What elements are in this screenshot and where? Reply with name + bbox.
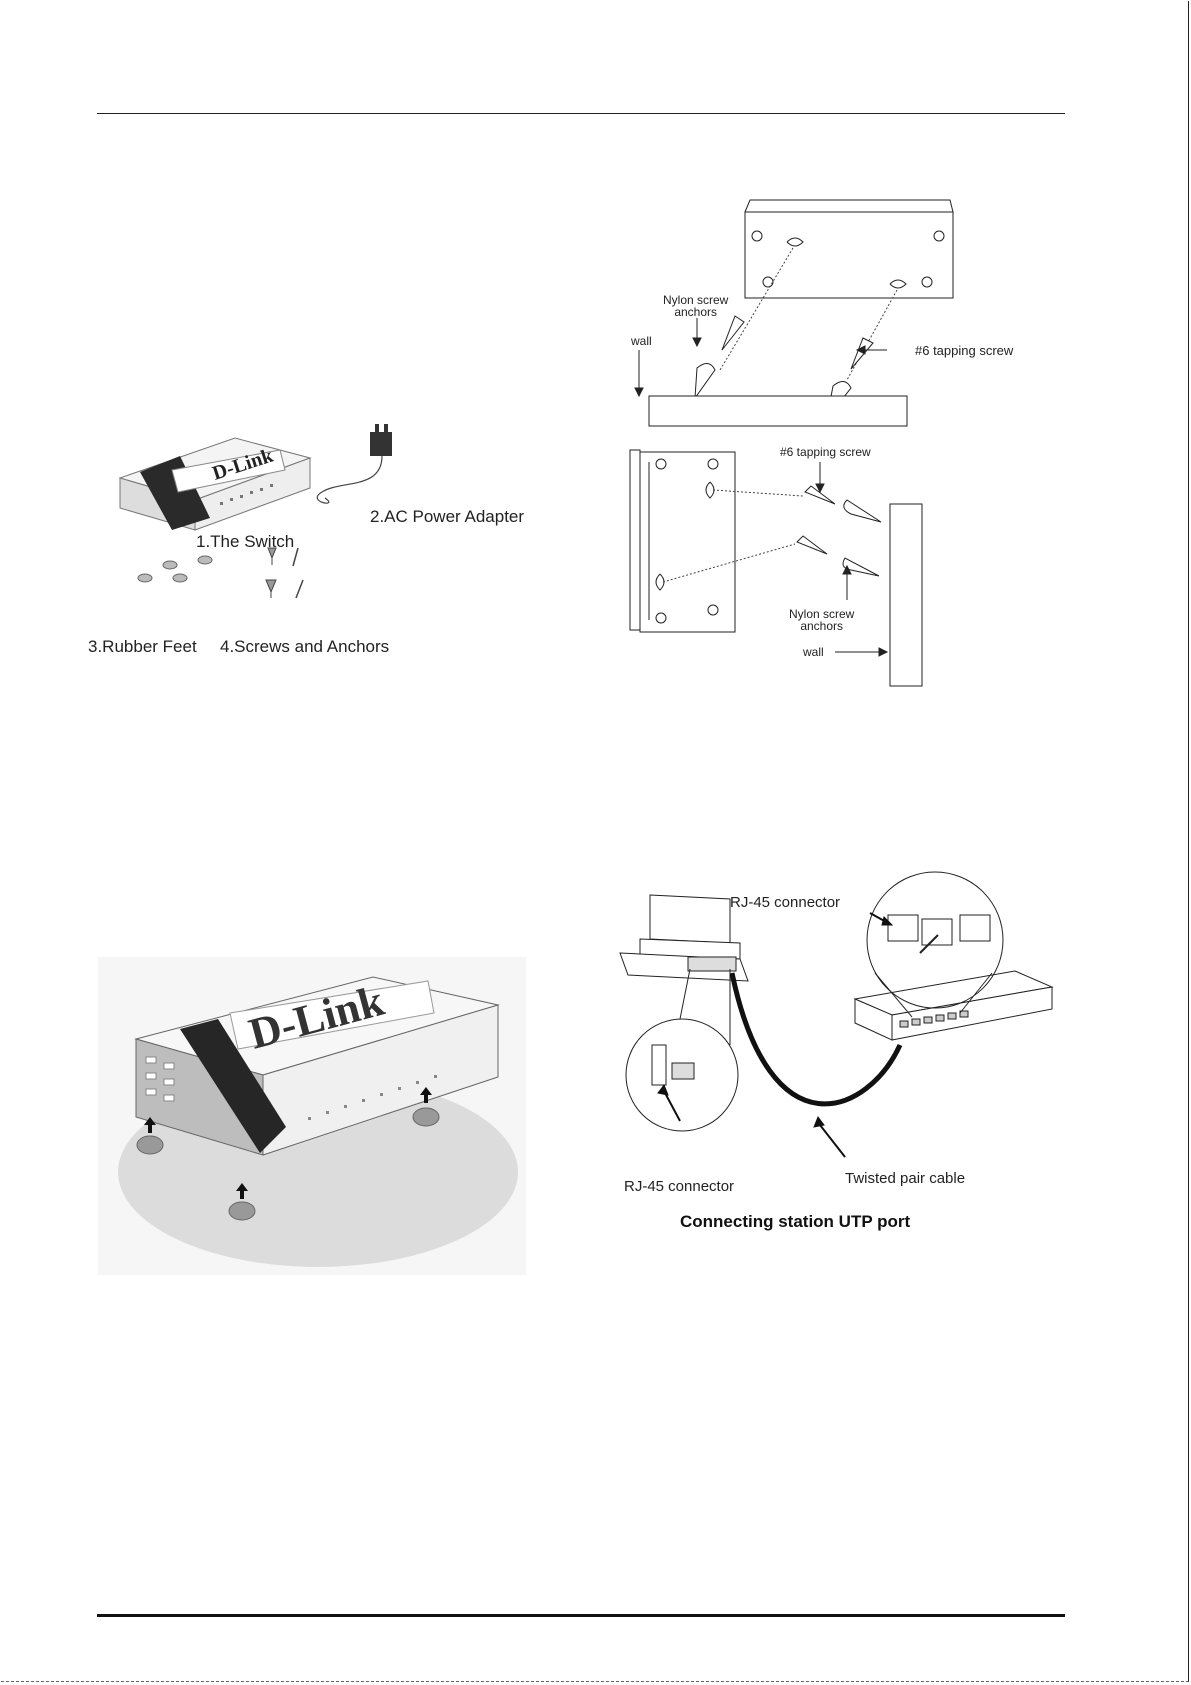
connection-figure: RJ-45 connector RJ-45 connector Twisted …	[620, 895, 1070, 1240]
connector-zoom-bottom	[626, 969, 738, 1131]
computer-illustration	[620, 895, 748, 981]
desktop-install-figure: D-Link	[98, 957, 526, 1275]
wall-label-side: wall	[803, 646, 824, 658]
switch-label: 1.The Switch	[196, 533, 294, 550]
twisted-pair-cable	[732, 973, 900, 1104]
desktop-install-drawing: D-Link	[98, 957, 526, 1275]
wall-label-top: wall	[631, 335, 652, 347]
twisted-pair-label: Twisted pair cable	[845, 1171, 965, 1186]
screws-side	[797, 486, 881, 576]
power-adapter-illustration	[317, 424, 392, 503]
rubber-feet-label: 3.Rubber Feet	[88, 638, 197, 655]
wall-mount-figure: Nylon screw anchors wall #6 tapping scre…	[625, 200, 1075, 690]
footer-rule	[97, 1614, 1065, 1617]
rubber-feet-illustration	[138, 556, 212, 582]
nylon-anchors-label-side: Nylon screw anchors	[789, 608, 854, 632]
switch-underside-top	[745, 200, 953, 298]
switch-illustration	[120, 438, 310, 530]
adapter-label: 2.AC Power Adapter	[370, 508, 524, 525]
nylon-anchors-label-top: Nylon screw anchors	[663, 294, 728, 318]
package-contents-drawing: D-Link	[100, 420, 540, 670]
screws-anchors-illustration	[266, 548, 303, 598]
rj45-label-top: RJ-45 connector	[730, 895, 840, 910]
rj45-label-bottom: RJ-45 connector	[624, 1179, 734, 1194]
switch-side-view	[630, 450, 922, 686]
package-contents-figure: D-Link 1.The Switch 2.AC Power Adapter 3…	[100, 420, 540, 670]
wall-top	[649, 396, 907, 426]
screws-anchors-label: 4.Screws and Anchors	[220, 638, 389, 655]
tapping-screw-label-top: #6 tapping screw	[915, 344, 1013, 357]
connection-caption: Connecting station UTP port	[680, 1213, 910, 1230]
tapping-screw-label-side: #6 tapping screw	[780, 446, 871, 458]
header-rule	[97, 113, 1065, 114]
